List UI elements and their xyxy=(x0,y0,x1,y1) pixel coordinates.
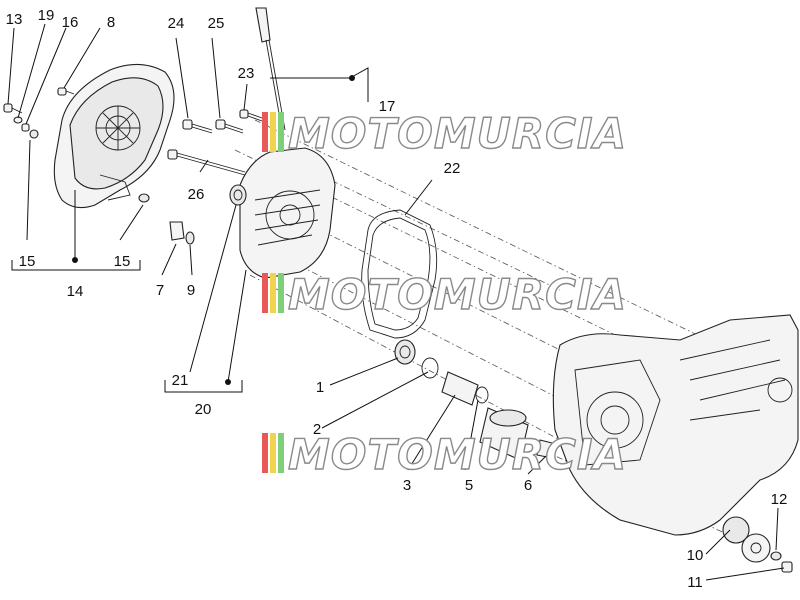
callout-22: 22 xyxy=(444,160,461,177)
watermark-logo-2: MOTOMURCIA xyxy=(262,269,627,320)
washer-9 xyxy=(185,231,195,245)
callout-15-right: 15 xyxy=(114,253,131,270)
spring-3 xyxy=(441,371,479,406)
crankcase xyxy=(552,314,799,536)
gasket-22 xyxy=(361,209,438,339)
callout-21: 21 xyxy=(172,372,189,389)
grommet-15-left xyxy=(29,129,39,139)
screw-8 xyxy=(57,87,75,96)
washer-12 xyxy=(770,551,782,561)
cap-1 xyxy=(394,339,416,365)
callout-26: 26 xyxy=(188,186,205,203)
reference-dots xyxy=(72,75,355,385)
svg-text:MOTOMURCIA: MOTOMURCIA xyxy=(288,270,627,319)
callout-11: 11 xyxy=(687,574,703,591)
callout-16: 16 xyxy=(62,14,79,31)
svg-text:MOTOMURCIA: MOTOMURCIA xyxy=(288,109,627,158)
callout-13: 13 xyxy=(6,11,23,28)
fan-cover xyxy=(53,63,175,209)
callout-3: 3 xyxy=(403,477,411,494)
callout-19: 19 xyxy=(38,7,55,24)
callout-1: 1 xyxy=(316,379,324,396)
callout-25: 25 xyxy=(208,15,225,32)
callout-5: 5 xyxy=(465,477,473,494)
screw-16 xyxy=(21,123,30,132)
callout-8: 8 xyxy=(107,14,115,31)
oring-4 xyxy=(475,386,489,404)
watermark-logo-3: MOTOMURCIA xyxy=(262,429,627,480)
callout-2: 2 xyxy=(313,421,321,438)
bolt-23 xyxy=(239,109,263,122)
oil-filter-5 xyxy=(479,407,529,461)
bolt-26 xyxy=(167,149,246,176)
fitting-6 xyxy=(536,439,557,459)
callout-7: 7 xyxy=(156,282,164,299)
callout-6: 6 xyxy=(524,477,532,494)
oil-seal-21 xyxy=(229,184,247,206)
watermark-logo-1: MOTOMURCIA xyxy=(262,108,627,159)
callout-9: 9 xyxy=(187,282,195,299)
bolt-24 xyxy=(182,119,213,134)
oring-2 xyxy=(421,357,439,379)
svg-text:MOTOMURCIA: MOTOMURCIA xyxy=(288,430,627,479)
callout-23: 23 xyxy=(238,65,255,82)
screw-13 xyxy=(3,103,23,114)
callout-15-left: 15 xyxy=(19,253,36,270)
side-housing xyxy=(239,147,336,279)
bolt-11 xyxy=(781,561,793,573)
grommet-15-right xyxy=(138,193,150,203)
callout-14: 14 xyxy=(67,283,84,300)
callout-17: 17 xyxy=(379,98,396,115)
callout-20: 20 xyxy=(195,401,212,418)
plug-7 xyxy=(169,221,185,241)
pump-sprocket-10 xyxy=(722,516,771,563)
leader-lines xyxy=(7,23,785,581)
callout-24: 24 xyxy=(168,15,185,32)
bolt-25 xyxy=(215,119,244,134)
oil-dipstick xyxy=(255,7,286,131)
callout-12: 12 xyxy=(771,491,788,508)
callout-10: 10 xyxy=(687,547,704,564)
